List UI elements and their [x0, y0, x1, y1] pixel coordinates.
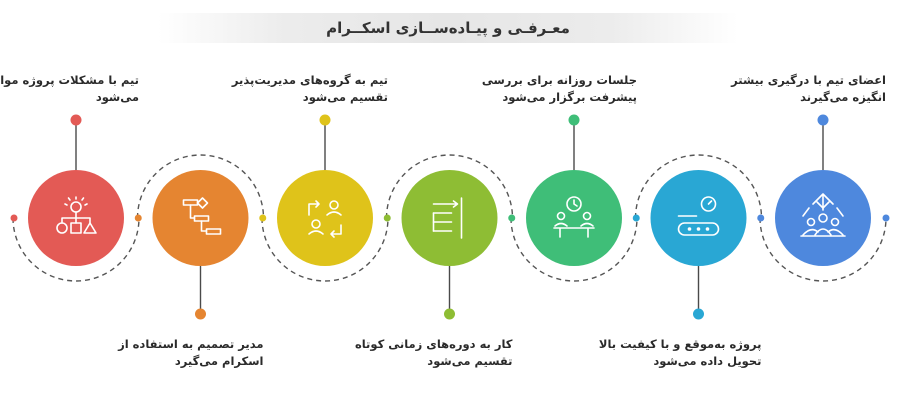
- connector-dot: [10, 214, 18, 222]
- connector-dot: [757, 214, 765, 222]
- step-label-line: تحویل داده می‌شود: [653, 354, 762, 368]
- connector-dot: [882, 214, 890, 222]
- hierarchy-bulb-icon: [56, 196, 97, 234]
- dashed-arc: [136, 154, 265, 219]
- step-label-line: تیم با مشکلات پروژه مواجه: [0, 73, 139, 87]
- step-circle: [526, 170, 622, 266]
- step-circle: [152, 170, 249, 266]
- daily-meeting-icon: [553, 196, 595, 238]
- step-circle: [775, 170, 871, 266]
- stem-end-dot: [693, 308, 704, 320]
- step-circles: [28, 170, 871, 266]
- dashed-arc: [759, 217, 887, 282]
- sprint-timeline-icon: [432, 197, 463, 239]
- step-label: جلسات روزانه برای بررسی پیشرفت برگزار می‌…: [482, 72, 637, 106]
- stem-end-dot: [568, 114, 580, 126]
- step-label-line: جلسات روزانه برای بررسی: [481, 73, 637, 87]
- step-label-line: تقسیم می‌شود: [427, 354, 513, 368]
- step-circle: [650, 170, 747, 266]
- stem-end-dot: [319, 114, 331, 126]
- connecting-dashes: [12, 154, 887, 282]
- step-label: تیم با مشکلات پروژه مواجه می‌شود: [0, 72, 139, 106]
- step-label-line: تیم به گروه‌های مدیریت‌پذیر: [231, 73, 388, 87]
- step-label-line: اعضای تیم با درگیری بیشتر: [731, 73, 886, 87]
- dashed-arc: [510, 217, 638, 282]
- step-label: مدیر تصمیم به استفاده از اسکرام می‌گیرد: [118, 336, 263, 370]
- gantt-chart-icon: [182, 197, 222, 235]
- callout-stems: [70, 114, 829, 320]
- stem-end-dot: [70, 114, 82, 126]
- step-label-line: پروژه به‌موقع و با کیفیت بالا: [598, 337, 762, 351]
- step-label-line: کار به دوره‌های زمانی کوتاه: [354, 337, 513, 351]
- team-growth-icon: [800, 193, 846, 237]
- connector-dot: [259, 214, 267, 222]
- connector-dots: [10, 214, 890, 222]
- page-title: معـرفـی و پیـاده‌ســازی اسکــرام: [326, 19, 570, 37]
- step-label: تیم به گروه‌های مدیریت‌پذیر تقسیم می‌شود: [232, 72, 388, 106]
- team-split-icon: [308, 200, 342, 238]
- step-label: اعضای تیم با درگیری بیشتر انگیزه می‌گیرند: [731, 72, 886, 106]
- dashed-arc: [385, 154, 514, 219]
- dashed-arc: [634, 154, 763, 219]
- stem-end-dot: [817, 114, 829, 126]
- step-label-line: می‌شود: [95, 90, 139, 104]
- conveyor-delivery-icon: [677, 196, 720, 236]
- step-icons: [56, 193, 846, 239]
- step-label-line: اسکرام می‌گیرد: [174, 354, 264, 368]
- step-label-line: مدیر تصمیم به استفاده از: [118, 337, 264, 351]
- stem-end-dot: [444, 308, 455, 320]
- title-banner: [158, 13, 738, 43]
- dashed-arc: [261, 217, 389, 282]
- connector-dot: [508, 214, 516, 222]
- connector-dot: [383, 214, 391, 222]
- step-label-line: پیشرفت برگزار می‌شود: [502, 90, 637, 104]
- step-label: پروژه به‌موقع و با کیفیت بالا تحویل داده …: [599, 336, 762, 370]
- step-label: کار به دوره‌های زمانی کوتاه تقسیم می‌شود: [355, 336, 513, 370]
- connector-dot: [632, 214, 640, 222]
- dashed-arc: [12, 217, 140, 282]
- step-label-line: تقسیم می‌شود: [302, 90, 388, 104]
- step-circle: [401, 170, 498, 266]
- step-circle: [277, 170, 373, 266]
- stem-end-dot: [195, 308, 206, 320]
- connector-dot: [134, 214, 142, 222]
- step-label-line: انگیزه می‌گیرند: [800, 90, 886, 104]
